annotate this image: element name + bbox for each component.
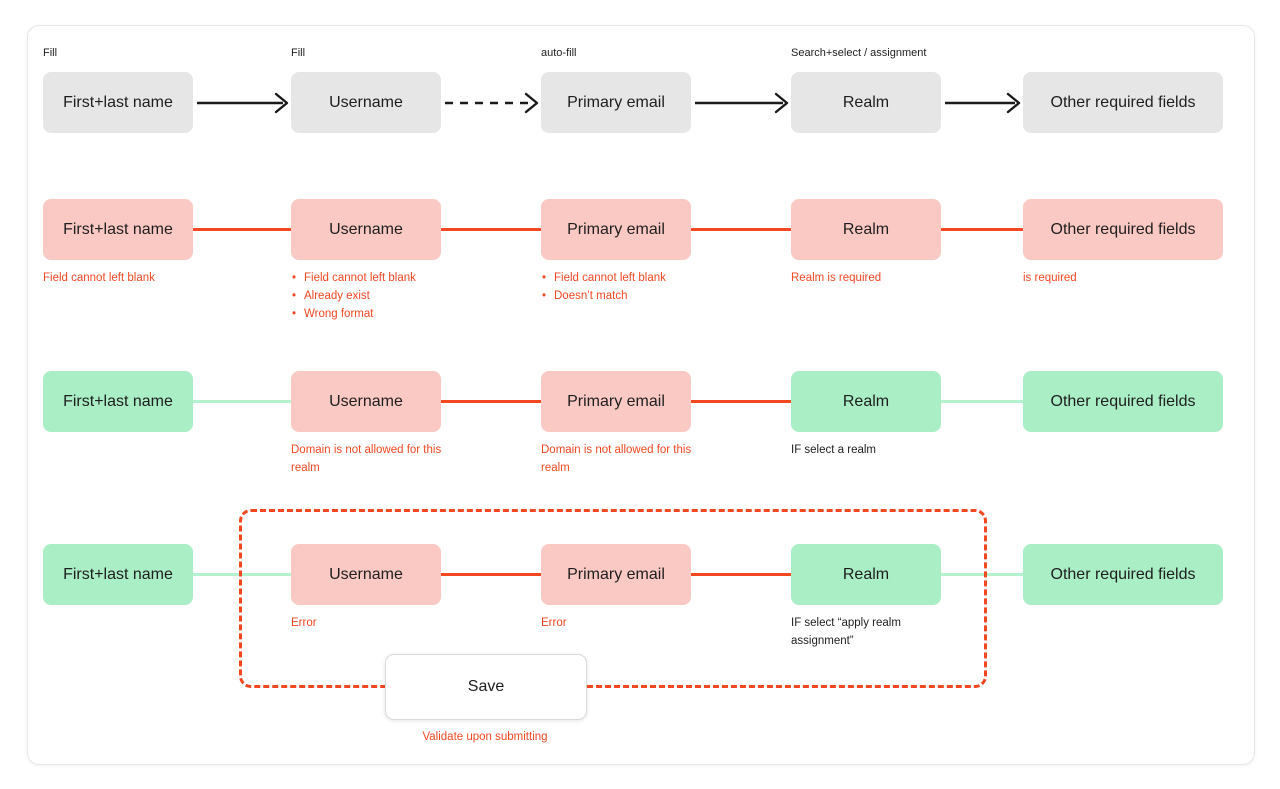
node-label: Primary email (567, 392, 665, 410)
arrow-right-icon (945, 92, 1021, 113)
note-line: IF select “apply realm assignment” (791, 617, 901, 647)
flow-node-primary-email: Primary email (541, 72, 691, 133)
connector-red-line (691, 573, 791, 576)
note-line: Domain is not allowed for this realm (541, 444, 692, 474)
note-line: Realm is required (791, 272, 882, 284)
connector-red-line (441, 400, 541, 403)
note-line: Field cannot left blank (291, 270, 461, 288)
connector-red-line (441, 573, 541, 576)
node-label: Realm (842, 220, 890, 238)
flow-node-realm: Realm (791, 72, 941, 133)
node-note: Field cannot left blankDoesn’t match (541, 270, 711, 306)
save-button[interactable]: Save (385, 654, 587, 720)
note-line: Error (541, 617, 567, 629)
node-note: IF select “apply realm assignment” (791, 615, 961, 651)
arrow-right-icon (197, 92, 289, 113)
flow-node-username: Username (291, 544, 441, 605)
flow-node-first-last-name: First+last name (43, 371, 193, 432)
flow-node-primary-email: Primary email (541, 199, 691, 260)
validation-group-frame (239, 509, 987, 688)
save-button-label: Save (467, 678, 505, 695)
node-label: Username (329, 392, 403, 410)
note-line: Error (291, 617, 317, 629)
node-label: First+last name (63, 220, 173, 238)
node-note: Field cannot left blank (43, 270, 213, 288)
node-label: Username (329, 220, 403, 238)
node-label: Other required fields (1050, 565, 1196, 583)
connector-red-line (941, 228, 1023, 231)
flow-node-other-required-fields: Other required fields (1023, 371, 1223, 432)
node-label: First+last name (63, 565, 173, 583)
flow-node-username: Username (291, 199, 441, 260)
stage-label: Search+select / assignment (791, 47, 927, 59)
save-note: Validate upon submitting (422, 731, 548, 743)
note-line: IF select a realm (791, 444, 876, 456)
flow-node-first-last-name: First+last name (43, 72, 193, 133)
node-note: Error (291, 615, 461, 633)
connector-green-line (941, 573, 1023, 576)
dashed-arrow-icon (445, 92, 539, 113)
flow-node-primary-email: Primary email (541, 544, 691, 605)
node-label: Realm (842, 93, 890, 111)
flow-node-username: Username (291, 72, 441, 133)
flow-node-realm: Realm (791, 544, 941, 605)
note-line: Field cannot left blank (43, 272, 155, 284)
flow-node-realm: Realm (791, 199, 941, 260)
flow-node-first-last-name: First+last name (43, 544, 193, 605)
stage-label: Fill (291, 47, 306, 59)
node-note: IF select a realm (791, 442, 961, 460)
flow-node-username: Username (291, 371, 441, 432)
node-note: Domain is not allowed for this realm (291, 442, 461, 478)
node-note: is required (1023, 270, 1223, 288)
node-label: First+last name (63, 392, 173, 410)
connector-red-line (441, 228, 541, 231)
flow-node-first-last-name: First+last name (43, 199, 193, 260)
node-note: Domain is not allowed for this realm (541, 442, 711, 478)
connector-red-line (691, 400, 791, 403)
node-label: First+last name (63, 93, 173, 111)
node-label: Primary email (567, 220, 665, 238)
flow-node-other-required-fields: Other required fields (1023, 72, 1223, 133)
note-line: Domain is not allowed for this realm (291, 444, 442, 474)
note-line: Field cannot left blank (541, 270, 711, 288)
node-label: Realm (842, 392, 890, 410)
connector-red-line (193, 228, 291, 231)
node-label: Username (329, 565, 403, 583)
flow-node-other-required-fields: Other required fields (1023, 199, 1223, 260)
node-label: Other required fields (1050, 220, 1196, 238)
note-line: Wrong format (291, 306, 461, 324)
connector-green-line (193, 400, 291, 403)
node-note: Realm is required (791, 270, 961, 288)
connector-green-line (193, 573, 291, 576)
flow-node-other-required-fields: Other required fields (1023, 544, 1223, 605)
node-note: Error (541, 615, 711, 633)
connector-red-line (691, 228, 791, 231)
node-label: Realm (842, 565, 890, 583)
note-line: is required (1023, 272, 1077, 284)
node-label: Username (329, 93, 403, 111)
note-line: Already exist (291, 288, 461, 306)
connector-green-line (941, 400, 1023, 403)
node-label: Other required fields (1050, 93, 1196, 111)
node-note: Field cannot left blankAlready existWron… (291, 270, 461, 323)
flow-node-primary-email: Primary email (541, 371, 691, 432)
stage-label: auto-fill (541, 47, 577, 59)
node-label: Primary email (567, 93, 665, 111)
stage-label: Fill (43, 47, 58, 59)
flow-node-realm: Realm (791, 371, 941, 432)
arrow-right-icon (695, 92, 789, 113)
node-label: Other required fields (1050, 392, 1196, 410)
node-label: Primary email (567, 565, 665, 583)
note-line: Doesn’t match (541, 288, 711, 306)
